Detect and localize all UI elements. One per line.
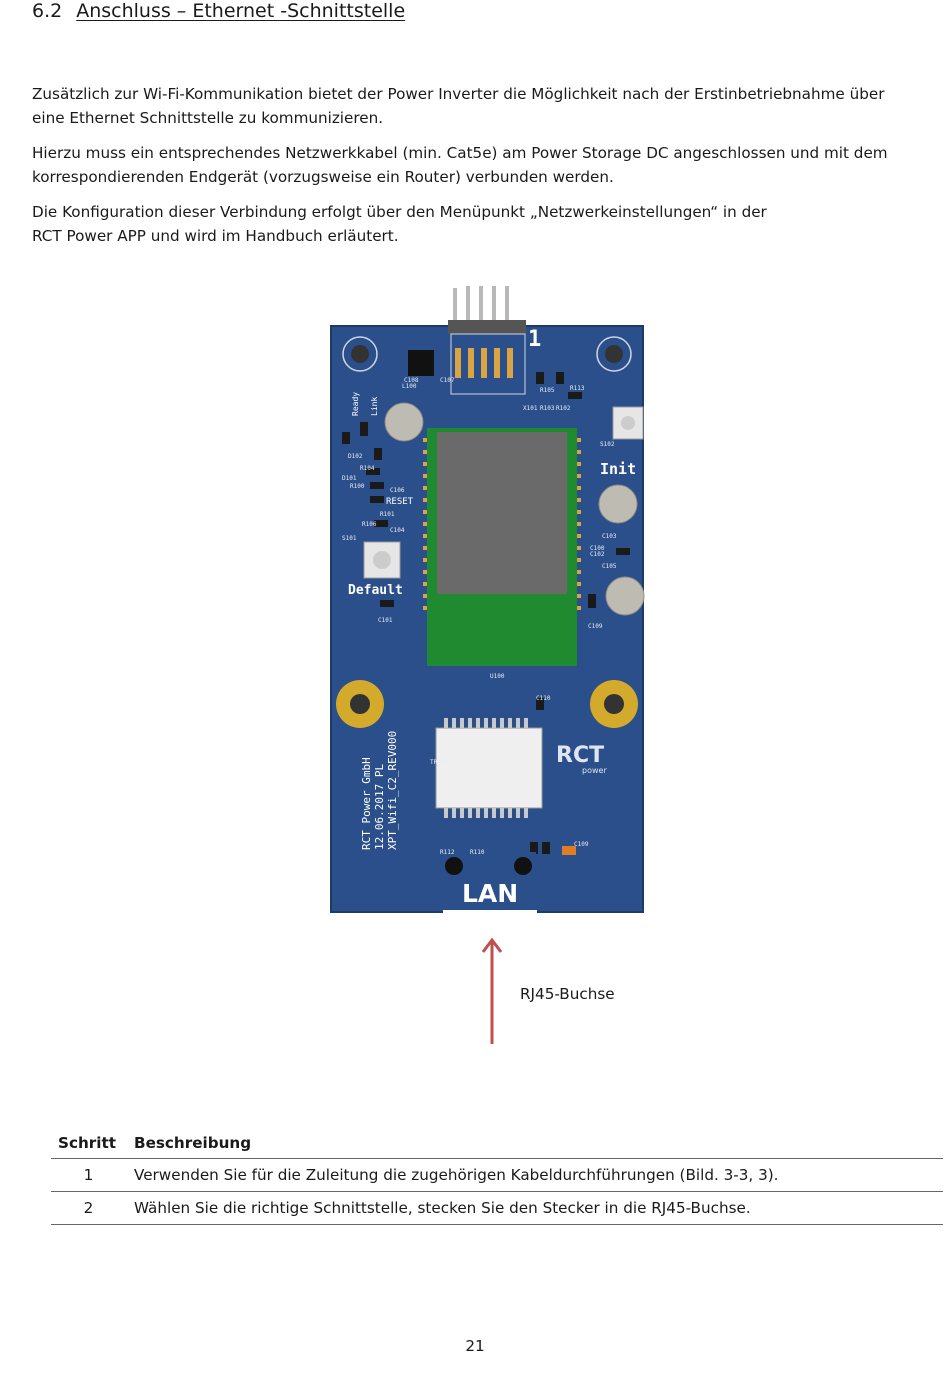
paragraph-line: RCT Power APP und wird im Handbuch erläu… (32, 227, 399, 245)
component-ref-label: S101 (342, 535, 357, 542)
component-ref-label: C102 (590, 551, 605, 558)
component-ref-label: R106 (362, 521, 377, 528)
page-number: 21 (465, 1337, 485, 1355)
steps-table: Schritt Beschreibung 1 Verwenden Sie für… (51, 1128, 943, 1225)
section-heading: 6.2 Anschluss – Ethernet -Schnittstelle (32, 0, 405, 22)
component-ref-label: R102 (556, 405, 571, 412)
wifi-module-shield (437, 432, 567, 594)
reset-label: RESET (386, 497, 414, 507)
component-ref-label: R104 (360, 465, 375, 472)
paragraph-line: korrespondierenden Endgerät (vorzugsweis… (32, 168, 614, 186)
component-ref-label: D101 (342, 475, 357, 482)
component-ref-label: C109 (574, 841, 589, 848)
component-ref-label: C109 (588, 623, 603, 630)
paragraph-line: Hierzu muss ein entsprechendes Netzwerkk… (32, 144, 888, 162)
board-text-line: RCT Power GmbH (360, 757, 373, 850)
component-ref-label: C101 (378, 617, 393, 624)
table-header-row: Schritt Beschreibung (51, 1128, 943, 1159)
ready-label: Ready (351, 392, 360, 416)
component-ref-label: R101 (380, 511, 395, 518)
capacitor (598, 484, 638, 524)
paragraph-line: Die Konfiguration dieser Verbindung erfo… (32, 203, 767, 221)
component-ref-label: S102 (600, 441, 615, 448)
table-row: 2 Wählen Sie die richtige Schnittstelle,… (51, 1191, 943, 1225)
component-ref-label: C107 (440, 377, 455, 384)
rj45-hole (445, 857, 463, 875)
paragraph-line: Zusätzlich zur Wi-Fi-Kommunikation biete… (32, 85, 885, 103)
pin1-mark: 1 (528, 327, 541, 352)
paragraph-configuration: Die Konfiguration dieser Verbindung erfo… (32, 200, 922, 248)
step-number: 1 (51, 1158, 126, 1192)
mounting-hole (342, 336, 378, 372)
section-title: Anschluss – Ethernet -Schnittstelle (76, 0, 406, 22)
rj45-callout: RJ45-Buchse (520, 985, 615, 1003)
ic-chip (408, 350, 434, 376)
board-text-line: 12.06.2017 PL (373, 764, 386, 850)
component-ref-label: C106 (390, 487, 405, 494)
step-description: Verwenden Sie für die Zuleitung die zuge… (126, 1158, 943, 1192)
capacitor (605, 576, 645, 616)
component-ref-label: U100 (490, 673, 505, 680)
paragraph-line: eine Ethernet Schnittstelle zu kommunizi… (32, 109, 384, 127)
column-header-description: Beschreibung (126, 1128, 943, 1159)
component-ref-label: C108 (404, 377, 419, 384)
component-ref-label: TR100 (430, 759, 448, 766)
step-number: 2 (51, 1191, 126, 1225)
component-ref-label: D102 (348, 453, 363, 460)
smd-components (342, 372, 630, 854)
component-ref-label: C110 (536, 695, 551, 702)
init-label: Init (600, 460, 636, 478)
section-number: 6.2 (32, 0, 63, 22)
component-ref-label: X101 (523, 405, 538, 412)
board-text-line: XPT_Wifi_C2_REV000 (386, 731, 399, 850)
component-ref-label: R100 (350, 483, 365, 490)
table-row: 1 Verwenden Sie für die Zuleitung die zu… (51, 1158, 943, 1192)
component-ref-label: R105 (540, 387, 555, 394)
rct-logo: RCT (556, 743, 604, 768)
column-header-step: Schritt (51, 1128, 126, 1159)
component-ref-label: R103 (540, 405, 555, 412)
paragraph-network-cable: Hierzu muss ein entsprechendes Netzwerkk… (32, 141, 922, 189)
component-ref-label: C104 (390, 527, 405, 534)
capacitor (384, 402, 424, 442)
led-orange (562, 846, 576, 855)
lan-transformer (435, 727, 543, 809)
link-label: Link (370, 397, 379, 416)
pin-header-base (448, 320, 526, 334)
default-label: Default (348, 583, 403, 598)
component-ref-label: R112 (440, 849, 455, 856)
pin-header (453, 286, 509, 340)
lan-label: LAN (462, 879, 518, 908)
component-ref-label: R113 (570, 385, 585, 392)
mounting-hole (596, 336, 632, 372)
pcb-figure: 1 Init Default R (330, 286, 645, 914)
component-ref-label: C105 (602, 563, 617, 570)
arrow-up-icon (481, 937, 503, 1044)
component-ref-label: C100 (590, 545, 605, 552)
rct-logo-sub: power (582, 766, 607, 775)
component-ref-label: R110 (470, 849, 485, 856)
paragraph-wifi-ethernet: Zusätzlich zur Wi-Fi-Kommunikation biete… (32, 82, 922, 130)
component-ref-label: C103 (602, 533, 617, 540)
step-description: Wählen Sie die richtige Schnittstelle, s… (126, 1191, 943, 1225)
rj45-hole (514, 857, 532, 875)
component-ref-label: L100 (402, 383, 417, 390)
